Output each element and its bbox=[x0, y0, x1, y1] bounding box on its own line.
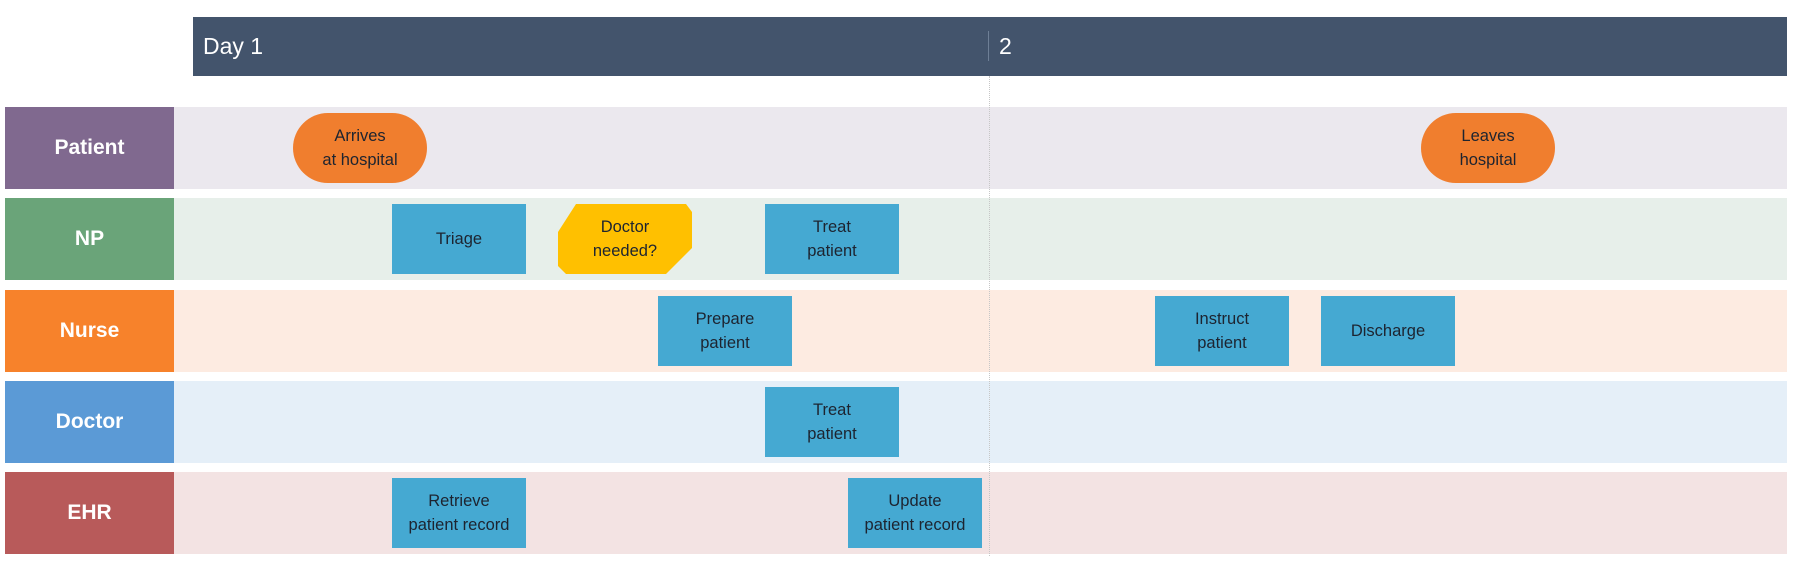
prepare-patient-node[interactable]: Prepare patient bbox=[658, 296, 792, 366]
doctor-treat-patient-node[interactable]: Treat patient bbox=[765, 387, 899, 457]
discharge-node[interactable]: Discharge bbox=[1321, 296, 1455, 366]
update-patient-record-node[interactable]: Update patient record bbox=[848, 478, 982, 548]
day-2-label: 2 bbox=[999, 33, 1012, 59]
leaves-hospital-node[interactable]: Leaves hospital bbox=[1421, 113, 1555, 183]
lane-label-ehr: EHR bbox=[5, 472, 174, 554]
day-divider-line bbox=[989, 76, 990, 556]
lane-label-np: NP bbox=[5, 198, 174, 280]
day-divider-tick bbox=[988, 31, 989, 61]
lane-band-nurse bbox=[174, 290, 1787, 372]
lane-band-doctor bbox=[174, 381, 1787, 463]
lane-label-patient: Patient bbox=[5, 107, 174, 189]
triage-node[interactable]: Triage bbox=[392, 204, 526, 274]
lane-label-doctor: Doctor bbox=[5, 381, 174, 463]
day-1-label: Day 1 bbox=[203, 33, 264, 59]
arrives-at-hospital-node[interactable]: Arrives at hospital bbox=[293, 113, 427, 183]
timeline-header: Day 1 2 bbox=[193, 17, 1787, 76]
doctor-needed-decision[interactable]: Doctor needed? bbox=[558, 204, 692, 274]
lane-label-nurse: Nurse bbox=[5, 290, 174, 372]
retrieve-patient-record-node[interactable]: Retrieve patient record bbox=[392, 478, 526, 548]
instruct-patient-node[interactable]: Instruct patient bbox=[1155, 296, 1289, 366]
np-treat-patient-node[interactable]: Treat patient bbox=[765, 204, 899, 274]
